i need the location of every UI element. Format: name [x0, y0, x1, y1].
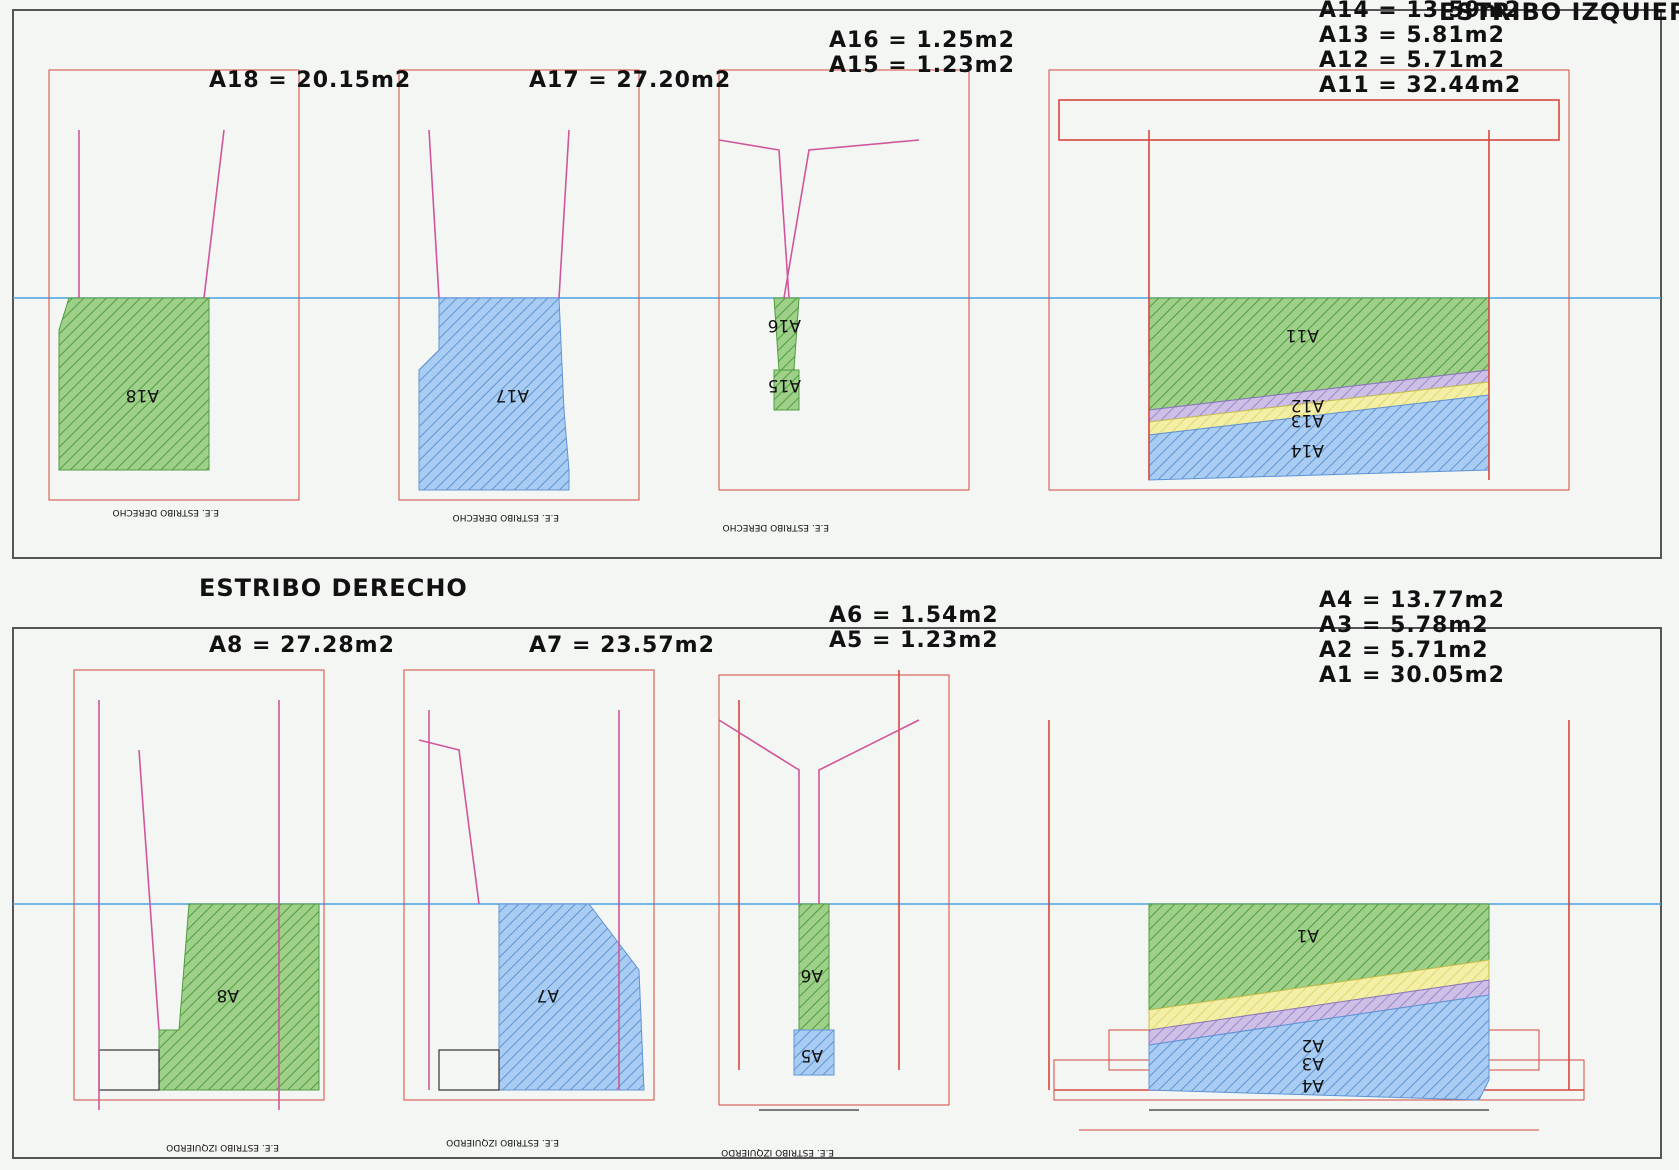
area-label-a17: A17 = 27.20m2 [529, 68, 731, 93]
right-area-labels: ESTRIBO DERECHO ESTRIBO IZQUIERDO A11 = … [113, 0, 1679, 602]
area-label-a1: A1 = 30.05m2 [1319, 663, 1505, 688]
left-section-a8 [73, 669, 325, 1110]
area-label-a18: A18 = 20.15m2 [209, 68, 411, 93]
area-label-a11: A11 = 32.44m2 [1319, 73, 1521, 98]
footer-right-a15: E.E. ESTRIBO DERECHO [723, 522, 829, 532]
hatch-label-a18: A18 [126, 385, 159, 405]
area-label-a2: A2 = 5.71m2 [1319, 638, 1489, 663]
area-label-a4: A4 = 13.77m2 [1319, 588, 1505, 613]
area-label-a12: A12 = 5.71m2 [1319, 48, 1505, 73]
hatch-label-a13: A13 [1291, 410, 1324, 430]
hatch-label-a3: A3 [1302, 1053, 1324, 1073]
footer-left-a7: E.E. ESTRIBO IZQUIERDO [446, 1137, 559, 1147]
area-label-a3: A3 = 5.78m2 [1319, 613, 1489, 638]
heading-left-abutment: ESTRIBO IZQUIERDO [1439, 0, 1679, 26]
hatch-label-a16: A16 [768, 315, 801, 335]
footer-right-a18: E.E. ESTRIBO DERECHO [113, 507, 219, 517]
hatch-label-a14: A14 [1291, 440, 1324, 460]
area-label-a6: A6 = 1.54m2 [829, 603, 999, 628]
hatch-label-a1: A1 [1297, 925, 1319, 945]
footer-right-a17: E.E. ESTRIBO DERECHO [453, 512, 559, 522]
left-abutment-panel-frame [12, 627, 1662, 1159]
area-label-a15: A15 = 1.23m2 [829, 53, 1015, 78]
hatch-label-a7: A7 [537, 985, 559, 1005]
right-section-a18 [48, 69, 300, 501]
hatch-label-a17: A17 [496, 385, 529, 405]
area-label-a16: A16 = 1.25m2 [829, 28, 1015, 53]
hatch-label-a5: A5 [801, 1045, 823, 1065]
footer-left-a5: E.E. ESTRIBO IZQUIERDO [721, 1147, 834, 1157]
left-section-front-view [1048, 720, 1585, 1131]
heading-right-abutment: ESTRIBO DERECHO [199, 574, 468, 602]
hatch-label-a2: A2 [1302, 1035, 1324, 1055]
area-label-a8: A8 = 27.28m2 [209, 633, 395, 658]
right-abutment-panel-frame [12, 9, 1662, 559]
hatch-label-a15: A15 [768, 375, 801, 395]
left-section-a7 [403, 669, 655, 1101]
right-section-a17 [398, 69, 640, 501]
left-area-labels: A1 = 30.05m2 A2 = 5.71m2 A3 = 5.78m2 A4 … [166, 588, 1505, 1157]
right-section-narrow [718, 69, 970, 491]
hatch-label-a11: A11 [1286, 325, 1319, 345]
hatch-label-a4: A4 [1302, 1075, 1324, 1095]
area-label-a5: A5 = 1.23m2 [829, 628, 999, 653]
area-label-a14: A14 = 13.59m2 [1319, 0, 1521, 23]
right-section-front-view [1048, 69, 1570, 491]
left-section-narrow [718, 670, 950, 1111]
area-label-a13: A13 = 5.81m2 [1319, 23, 1505, 48]
hatch-label-a12: A12 [1291, 395, 1324, 415]
hatch-label-a6: A6 [801, 965, 823, 985]
footer-left-a8: E.E. ESTRIBO IZQUIERDO [166, 1142, 279, 1152]
area-label-a7: A7 = 23.57m2 [529, 633, 715, 658]
hatch-label-a8: A8 [217, 985, 239, 1005]
